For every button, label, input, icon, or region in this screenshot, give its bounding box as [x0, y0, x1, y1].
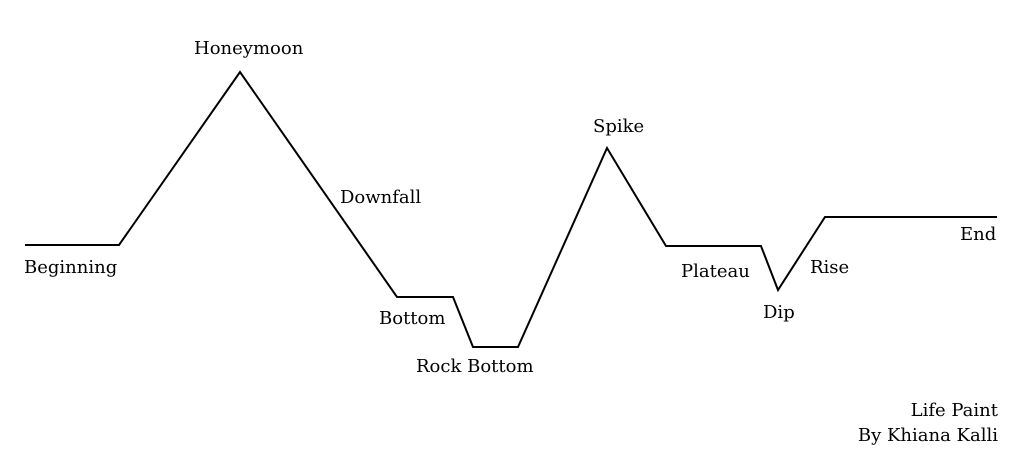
- label-beginning: Beginning: [24, 257, 118, 278]
- credits-author: By Khiana Kalli: [857, 425, 998, 446]
- label-honeymoon: Honeymoon: [194, 38, 304, 59]
- label-rise: Rise: [810, 257, 850, 278]
- life-path-line: [25, 70, 997, 348]
- label-plateau: Plateau: [681, 261, 750, 282]
- label-spike: Spike: [593, 116, 645, 137]
- label-bottom: Bottom: [379, 308, 446, 329]
- credits-title: Life Paint: [910, 400, 998, 421]
- label-end: End: [960, 224, 997, 245]
- label-dip: Dip: [763, 302, 795, 323]
- credits-block: Life Paint By Khiana Kalli: [858, 398, 998, 448]
- label-rock-bottom: Rock Bottom: [416, 356, 534, 377]
- label-downfall: Downfall: [340, 187, 422, 208]
